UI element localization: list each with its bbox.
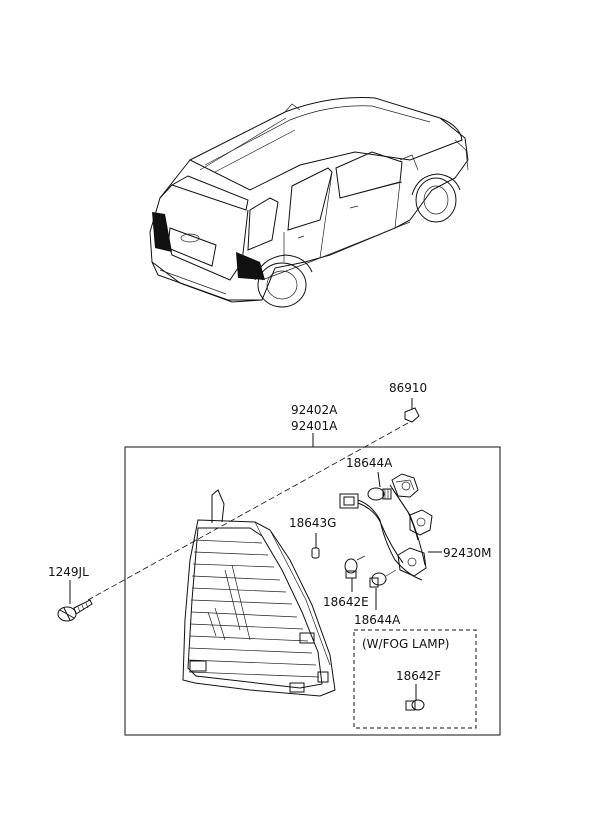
retainer-clip-86910 [404, 398, 420, 423]
leader-18644A-top [377, 471, 381, 488]
label-harness: 92430M [443, 546, 492, 560]
tail-lamp-housing [182, 489, 336, 697]
bulb-18643G [311, 533, 320, 559]
label-assembly-a: 92402A [291, 403, 338, 417]
label-screw: 1249JL [48, 565, 89, 579]
bulb-18642E [344, 555, 366, 592]
fog-lamp-box [353, 629, 477, 729]
label-socket-bottom: 18644A [354, 613, 401, 627]
label-retainer: 86910 [389, 381, 427, 395]
bulb-18644A-bottom [369, 569, 397, 610]
bulb-18642F [405, 684, 425, 711]
label-side-bulb: 18643G [289, 516, 336, 530]
vehicle-illustration [149, 97, 469, 308]
wiring-harness-92430M [339, 473, 442, 581]
bulb-18644A-top [367, 487, 392, 501]
label-assembly-b: 92401A [291, 419, 338, 433]
screw-1249JL [57, 580, 93, 622]
mounting-axis-line [87, 422, 409, 601]
label-fog-bulb: 18642F [396, 669, 441, 683]
label-socket-top: 18644A [346, 456, 393, 470]
label-bulb-e: 18642E [323, 595, 369, 609]
assembly-box [124, 446, 501, 736]
label-fog-note: (W/FOG LAMP) [362, 637, 450, 651]
